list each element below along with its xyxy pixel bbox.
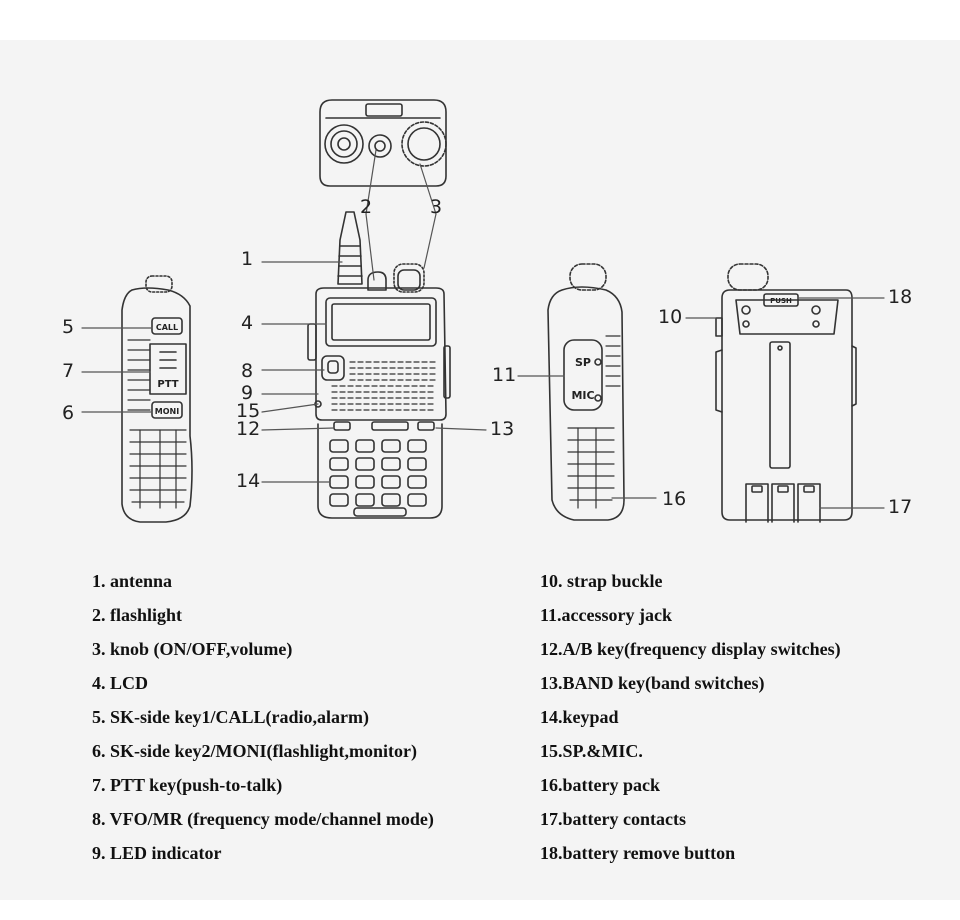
callout-6: 6 <box>62 402 75 424</box>
strap-buckle <box>715 317 723 337</box>
legend-item-13: 13.BAND key(band switches) <box>540 673 765 693</box>
moni-key <box>151 401 183 419</box>
callout-8: 8 <box>241 360 254 382</box>
callout-11: 11 <box>492 364 517 386</box>
speaker-grille <box>331 361 437 411</box>
legend-item-6: 6. SK-side key2/MONI(flashlight,monitor) <box>92 741 418 761</box>
back-view: PUSH <box>715 263 857 523</box>
callout-18: 18 <box>888 286 913 308</box>
lcd-screen <box>325 297 437 347</box>
accessory-jack <box>563 339 603 411</box>
knob-top-icon <box>401 121 447 167</box>
legend-item-12: 12.A/B key(frequency display switches) <box>540 639 841 659</box>
vfo-mr-button <box>321 355 345 381</box>
callout-9: 9 <box>241 382 254 404</box>
flashlight-icon <box>367 271 387 291</box>
legend-item-5: 5. SK-side key1/CALL(radio,alarm) <box>92 707 369 727</box>
callout-2: 2 <box>360 196 373 218</box>
legend-item-8: 8. VFO/MR (frequency mode/channel mode) <box>92 809 434 829</box>
legend-item-16: 16.battery pack <box>540 775 660 795</box>
legend-item-7: 7. PTT key(push-to-talk) <box>92 775 283 795</box>
callout-12: 12 <box>236 418 261 440</box>
legend-item-1: 1. antenna <box>92 571 173 591</box>
sp-jack-label: SP <box>575 356 591 369</box>
leader-lines <box>81 149 885 509</box>
legend-item-4: 4. LCD <box>92 673 149 693</box>
right-side-view: SP MIC <box>547 263 625 521</box>
callout-3: 3 <box>430 196 443 218</box>
battery-contacts <box>745 483 821 523</box>
left-knob-icon <box>145 275 173 293</box>
legend-item-14: 14.keypad <box>540 707 619 727</box>
ptt-key <box>149 343 187 395</box>
legend-left-column: 1. antenna 2. flashlight 3. knob (ON/OFF… <box>92 568 434 874</box>
callout-13: 13 <box>490 418 515 440</box>
legend-item-10: 10. strap buckle <box>540 571 663 591</box>
antenna-icon <box>337 211 363 285</box>
callout-4: 4 <box>241 312 254 334</box>
volume-knob-icon <box>393 263 425 293</box>
callout-14: 14 <box>236 470 261 492</box>
ab-key <box>333 421 351 431</box>
callout-1: 1 <box>241 248 254 270</box>
back-knob-icon <box>727 263 769 291</box>
front-view <box>307 211 451 519</box>
callout-17: 17 <box>888 496 913 518</box>
legend-item-2: 2. flashlight <box>92 605 183 625</box>
battery-remove-button <box>763 293 799 307</box>
callout-10: 10 <box>658 306 683 328</box>
callout-15: 15 <box>236 400 261 422</box>
left-side-view: CALL PTT MONI <box>121 275 193 523</box>
keypad <box>329 439 427 507</box>
legend-item-18: 18.battery remove button <box>540 843 736 863</box>
right-knob-icon <box>569 263 607 291</box>
antenna-top-icon <box>324 124 364 164</box>
callout-7: 7 <box>62 360 75 382</box>
legend-item-15: 15.SP.&MIC. <box>540 741 643 761</box>
flashlight-top-icon <box>368 134 392 158</box>
legend-item-9: 9. LED indicator <box>92 843 222 863</box>
callout-5: 5 <box>62 316 75 338</box>
bottom-border <box>0 900 960 920</box>
legend-item-11: 11.accessory jack <box>540 605 672 625</box>
ptt-key-label: PTT <box>157 379 178 390</box>
top-border <box>0 0 960 40</box>
push-label: PUSH <box>770 297 792 305</box>
band-key <box>417 421 435 431</box>
legend-item-17: 17.battery contacts <box>540 809 686 829</box>
mic-jack-label: MIC <box>571 389 594 402</box>
moni-key-label: MONI <box>155 407 179 416</box>
callout-16: 16 <box>662 488 687 510</box>
call-key <box>151 317 183 335</box>
call-key-label: CALL <box>156 323 178 332</box>
legend-item-3: 3. knob (ON/OFF,volume) <box>92 639 293 659</box>
top-view <box>319 99 447 187</box>
legend-right-column: 10. strap buckle 11.accessory jack 12.A/… <box>540 568 841 874</box>
